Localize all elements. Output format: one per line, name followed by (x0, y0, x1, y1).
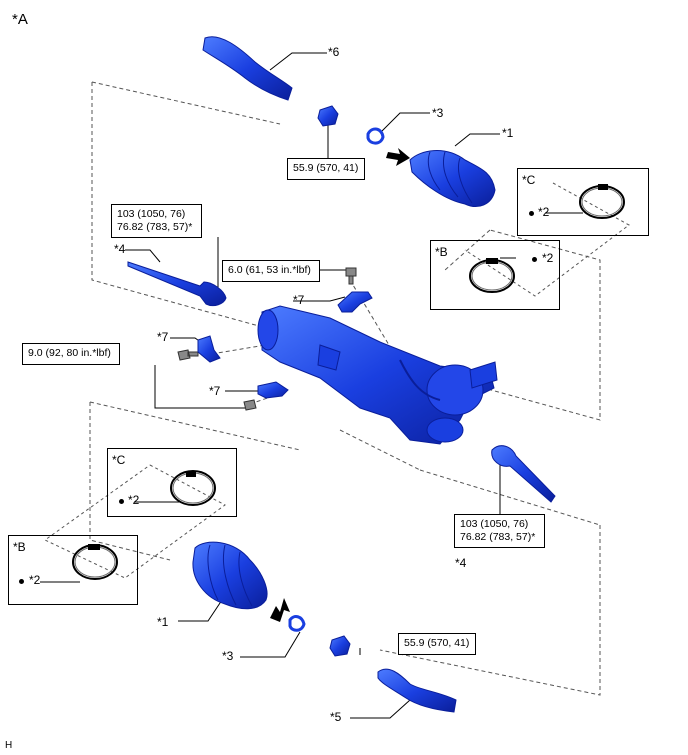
bracket-left (197, 335, 221, 363)
lock-nut-top (317, 105, 339, 127)
label-part-1-top: *1 (502, 126, 514, 140)
label-part-1-bottom: *1 (157, 615, 169, 629)
bullet-b-top (532, 257, 537, 262)
label-inset-b-bottom: *B (13, 540, 26, 554)
bullet-c-top (529, 211, 534, 216)
diagram-id: *A (12, 11, 28, 28)
dashed-outline-top (91, 81, 601, 421)
tie-rod-top (127, 261, 227, 307)
torque-bracket-bolt-upper: 6.0 (61, 53 in.*lbf) (222, 260, 320, 282)
footer-letter: H (5, 740, 13, 751)
label-part-6: *6 (328, 45, 340, 59)
label-part-7-lower: *7 (209, 384, 221, 398)
bracket-top (337, 291, 373, 313)
torque-locknut-top-text: 55.9 (570, 41) (293, 162, 359, 174)
bracket-bolt-top (345, 267, 357, 285)
label-part-5: *5 (330, 710, 342, 724)
torque-locknut-top: 55.9 (570, 41) (287, 158, 365, 180)
tie-rod-bottom (491, 445, 556, 503)
inset-b-bottom (8, 535, 138, 605)
label-part-4-top: *4 (114, 242, 126, 256)
torque-tie-rod-top-line1: 103 (1050, 76) (117, 208, 186, 220)
label-part-4-bottom: *4 (455, 556, 467, 570)
tie-rod-end-top (202, 36, 293, 101)
torque-locknut-bottom-text: 55.9 (570, 41) (404, 637, 470, 649)
steering-boot-top (409, 150, 496, 207)
label-inset-c-top: *C (522, 173, 536, 187)
leader-lines (40, 52, 583, 719)
label-part-2-b-top: *2 (542, 251, 554, 265)
inset-c-top (517, 168, 649, 236)
torque-tie-rod-bottom-line1: 103 (1050, 76) (460, 518, 529, 530)
boot-clip-bottom (288, 615, 306, 632)
steering-boot-bottom (192, 541, 268, 610)
torque-tie-rod-bottom-line2: 76.82 (783, 57)* (460, 531, 536, 543)
label-part-2-c-bottom: *2 (128, 493, 140, 507)
torque-tie-rod-top-line2: 76.82 (783, 57)* (117, 221, 193, 233)
label-part-2-c-top: *2 (538, 205, 550, 219)
arrow-bottom (270, 598, 290, 622)
torque-tie-rod-bottom: 103 (1050, 76) 76.82 (783, 57)* (454, 514, 545, 548)
label-part-2-b-bottom: *2 (29, 573, 41, 587)
boot-clip-top (366, 127, 385, 145)
label-part-3-bottom: *3 (222, 649, 234, 663)
torque-tie-rod-top: 103 (1050, 76) 76.82 (783, 57)* (111, 204, 202, 238)
torque-bracket-bolt-upper-text: 6.0 (61, 53 in.*lbf) (228, 264, 311, 276)
steering-rack (257, 305, 498, 445)
inset-dashes (44, 182, 630, 579)
torque-bracket-bolt-left: 9.0 (92, 80 in.*lbf) (22, 343, 120, 365)
label-inset-c-bottom: *C (112, 453, 126, 467)
lock-nut-bottom (329, 635, 351, 657)
bracket-lower (257, 381, 289, 399)
label-part-7-top: *7 (293, 293, 305, 307)
bullet-b-bottom (19, 579, 24, 584)
bracket-bolt-lower (243, 399, 257, 411)
label-part-7-left: *7 (157, 330, 169, 344)
inset-b-top (430, 240, 560, 310)
torque-bracket-bolt-left-text: 9.0 (92, 80 in.*lbf) (28, 347, 111, 359)
tie-rod-end-bottom (377, 668, 457, 713)
arrow-top (386, 148, 410, 166)
torque-locknut-bottom: 55.9 (570, 41) (398, 633, 476, 655)
inset-c-bottom (107, 448, 237, 517)
bracket-bolt-left (177, 349, 199, 361)
label-inset-b-top: *B (435, 245, 448, 259)
label-part-3-top: *3 (432, 106, 444, 120)
bullet-c-bottom (119, 499, 124, 504)
dashed-outline-bottom (89, 279, 601, 696)
